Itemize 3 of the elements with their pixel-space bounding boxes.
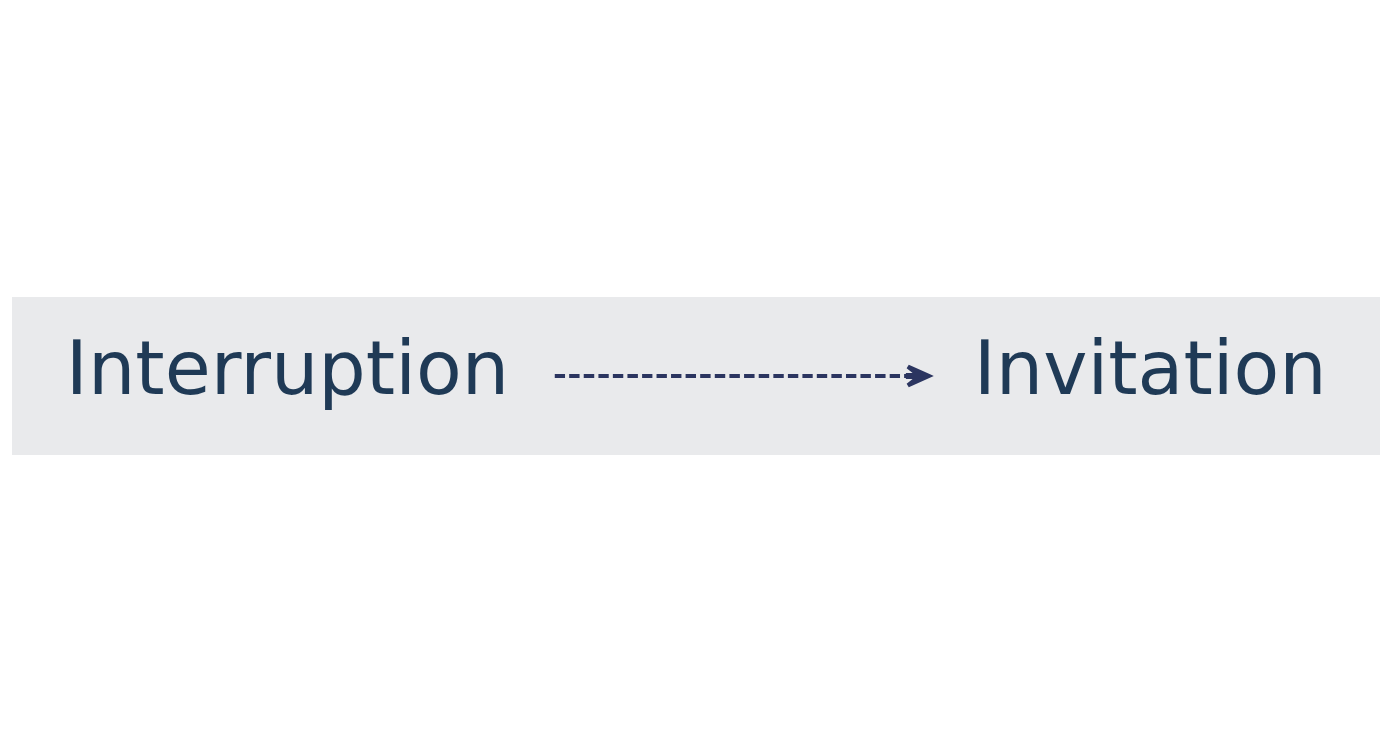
arrow	[554, 364, 931, 388]
node-text: Invitation	[973, 325, 1327, 413]
node-text: Interruption	[65, 325, 510, 413]
